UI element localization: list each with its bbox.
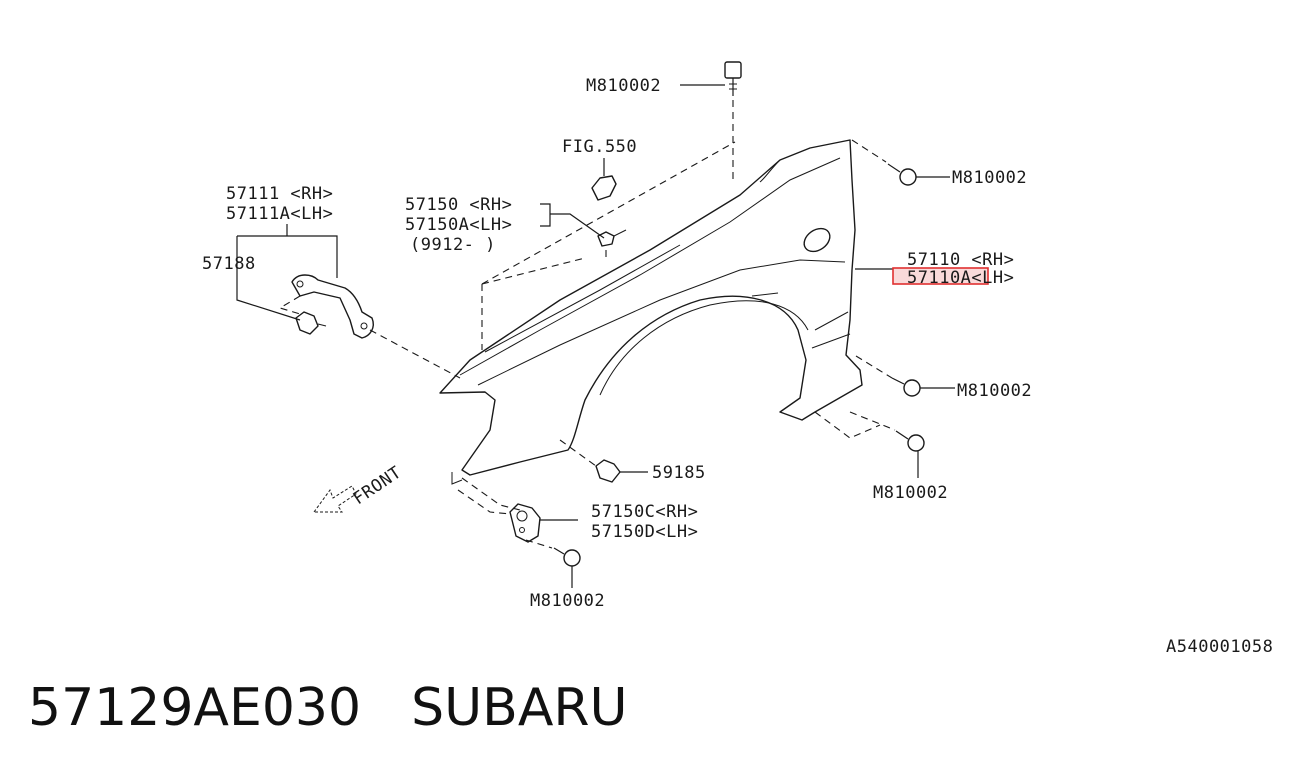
label-fender-lh: 57110A<LH> [907, 268, 1014, 288]
clip-59185[interactable] [595, 459, 621, 483]
parts-diagram: M810002 FIG.550 57150 <RH> 57150A<LH> (9… [202, 61, 1273, 657]
label-fig: FIG.550 [562, 137, 637, 157]
label-fender-rh: 57110 <RH> [907, 250, 1014, 270]
brand-name: SUBARU [411, 678, 628, 738]
fig-550-part[interactable] [591, 175, 617, 201]
bolt-right-low[interactable] [895, 430, 925, 452]
label-bolt-top: M810002 [586, 76, 661, 96]
bolt-right-top[interactable] [887, 163, 917, 186]
highlight-box[interactable] [892, 267, 989, 285]
label-bolt-right-low: M810002 [873, 483, 948, 503]
label-clip-date: (9912- ) [410, 235, 496, 255]
label-bracket-sub: 57188 [202, 254, 256, 274]
part-number: 57129AE030 [28, 678, 362, 738]
fender-panel[interactable] [439, 139, 863, 476]
label-bracket-front-lh: 57150D<LH> [591, 522, 698, 542]
label-bracket-lh: 57111A<LH> [226, 204, 333, 224]
clip-57188[interactable] [295, 311, 327, 335]
label-bolt-right-mid: M810002 [957, 381, 1032, 401]
label-front: FRONT [350, 463, 406, 510]
front-arrow-icon [313, 485, 357, 513]
label-clip-lh: 57150A<LH> [405, 215, 512, 235]
label-bolt-right-top: M810002 [952, 168, 1027, 188]
bolt-top[interactable] [724, 61, 742, 96]
diagram-code: A540001058 [1166, 637, 1273, 657]
bracket-57111[interactable] [291, 274, 374, 339]
bolt-right-mid[interactable] [891, 377, 921, 397]
label-clip-rh: 57150 <RH> [405, 195, 512, 215]
bolt-bottom[interactable] [553, 547, 581, 567]
clip-57150[interactable] [597, 229, 627, 247]
label-bolt-bottom: M810002 [530, 591, 605, 611]
label-clip-front: 59185 [652, 463, 706, 483]
label-bracket-front-rh: 57150C<RH> [591, 502, 698, 522]
label-bracket-rh: 57111 <RH> [226, 184, 333, 204]
bracket-front[interactable] [509, 503, 541, 543]
